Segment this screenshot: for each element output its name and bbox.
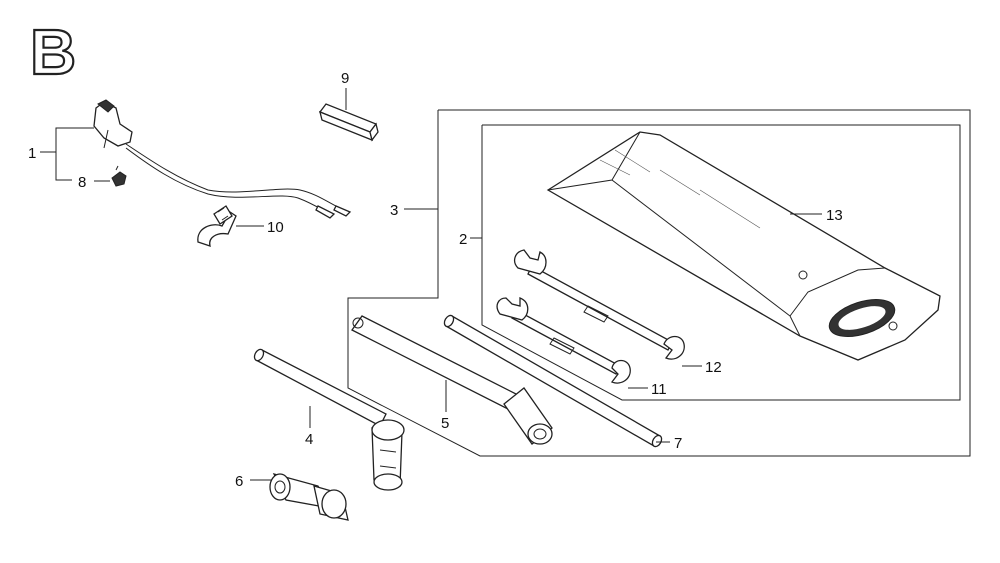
callout-11: 11 bbox=[651, 381, 667, 398]
bar-9 bbox=[318, 103, 379, 142]
callout-13: 13 bbox=[826, 207, 843, 224]
clamp-10 bbox=[197, 205, 237, 247]
section-letter: B bbox=[30, 16, 76, 88]
callout-8: 8 bbox=[78, 174, 86, 191]
box-wrench-4 bbox=[253, 348, 405, 491]
wrench-12 bbox=[513, 249, 685, 360]
wrench-11 bbox=[496, 297, 631, 384]
screw-8 bbox=[111, 165, 127, 187]
callout-4: 4 bbox=[305, 431, 313, 448]
callout-1: 1 bbox=[28, 145, 36, 162]
callout-3: 3 bbox=[390, 202, 398, 219]
kit-outline-3 bbox=[347, 109, 971, 457]
callout-10: 10 bbox=[267, 219, 284, 236]
socket-wrench-5 bbox=[351, 315, 553, 445]
socket-6 bbox=[269, 473, 349, 521]
callout-5: 5 bbox=[441, 415, 449, 432]
callout-2: 2 bbox=[459, 231, 467, 248]
leader-lines bbox=[40, 88, 822, 481]
tool-bag-13 bbox=[546, 131, 941, 361]
callout-12: 12 bbox=[705, 359, 722, 376]
cable-assembly-1 bbox=[93, 99, 352, 219]
callout-7: 7 bbox=[674, 435, 682, 452]
callout-6: 6 bbox=[235, 473, 243, 490]
callout-9: 9 bbox=[341, 70, 349, 87]
rod-7 bbox=[443, 314, 663, 448]
kit-outline-2 bbox=[481, 124, 961, 401]
